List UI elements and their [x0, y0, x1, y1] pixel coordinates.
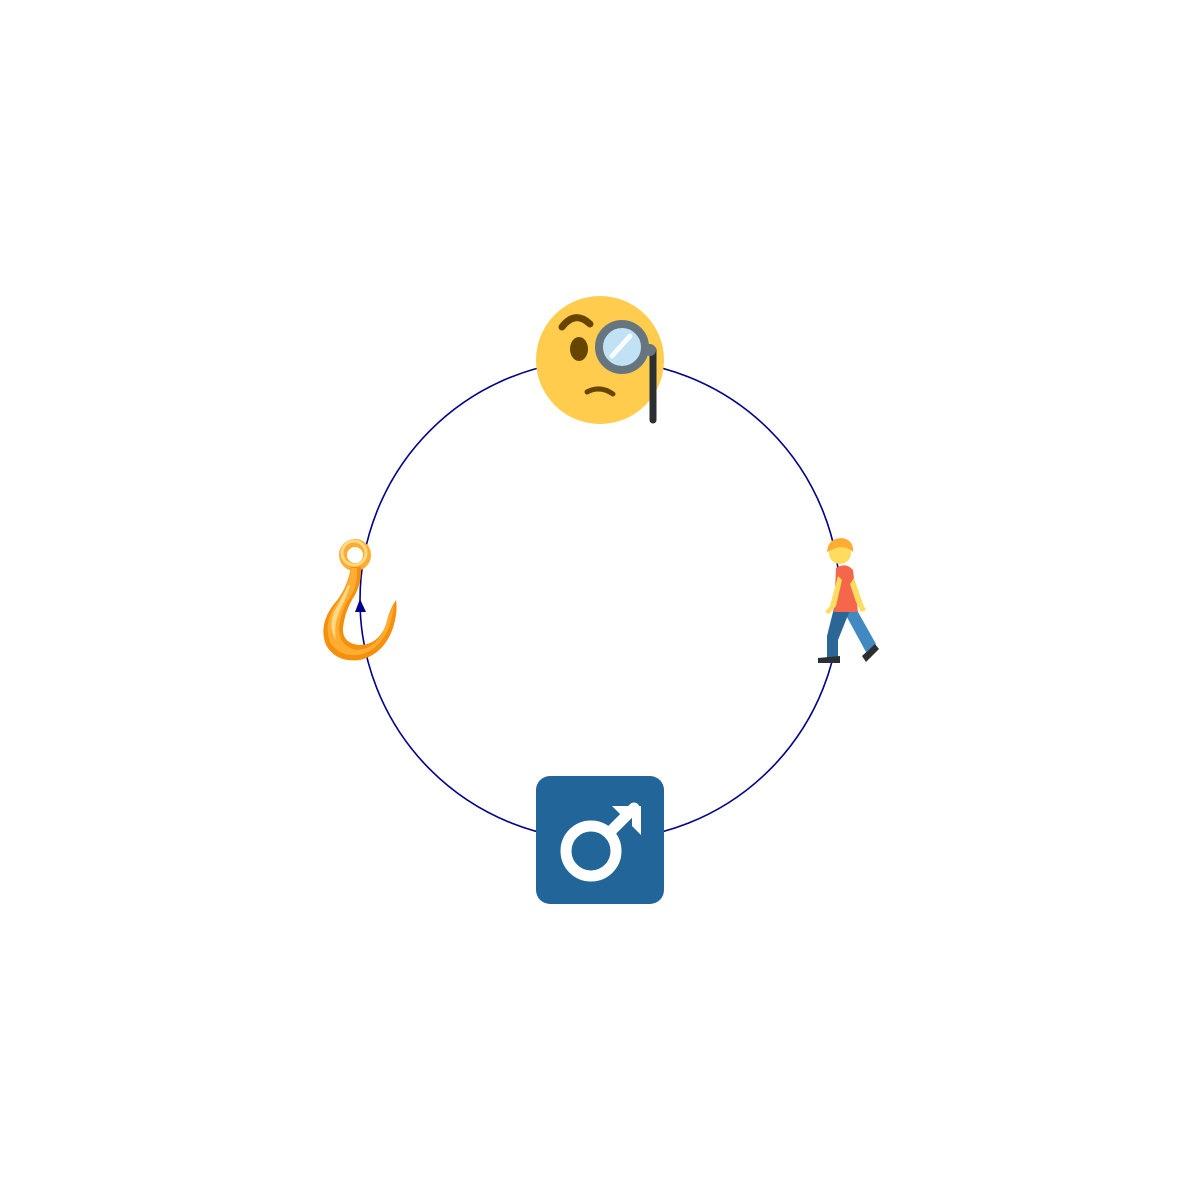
cycle-direction-arrow	[355, 599, 366, 612]
hook-icon	[323, 539, 397, 661]
face-with-monocle-icon	[536, 296, 664, 424]
person-walking-icon	[818, 538, 879, 663]
cycle-ring	[359, 359, 841, 841]
male-sign-icon	[536, 776, 664, 904]
